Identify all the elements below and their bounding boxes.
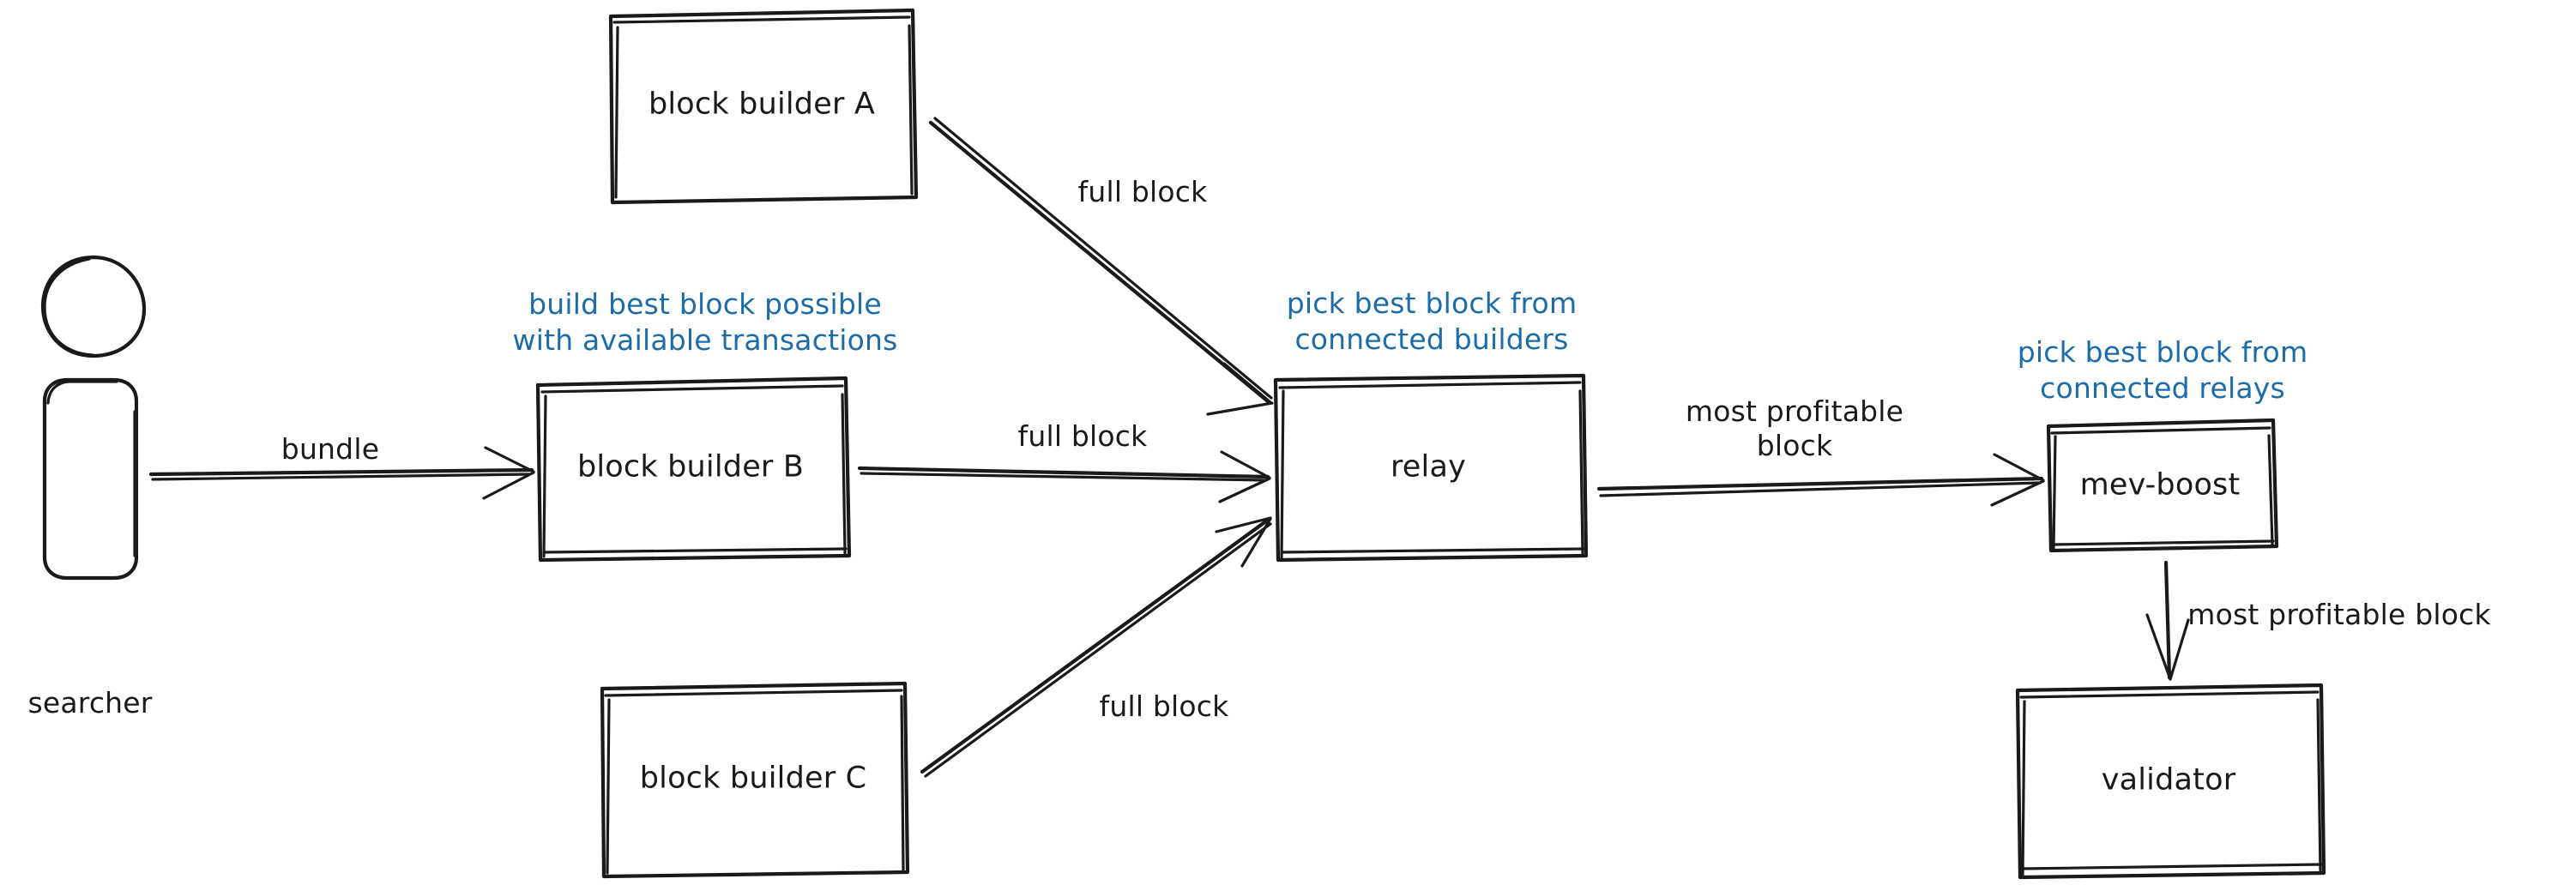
node-block-builder-c-box <box>600 681 910 879</box>
node-block-builder-b-box <box>535 376 852 563</box>
edge-block-builder-c-to-relay <box>920 516 1272 778</box>
node-label-block-builder-c: block builder C <box>639 761 867 796</box>
edge-label-full-block-b: full block <box>1017 418 1148 453</box>
node-label-validator: validator <box>2101 762 2236 798</box>
node-validator-box <box>2015 683 2326 880</box>
node-label-relay: relay <box>1390 449 1467 485</box>
edge-searcher-to-block-builder-b <box>148 446 535 500</box>
edge-block-builder-b-to-relay <box>857 450 1271 503</box>
node-label-mev-boost: mev-boost <box>2079 467 2241 503</box>
node-searcher-figure <box>40 255 147 581</box>
node-relay-box <box>1273 373 1589 563</box>
edge-label-most-profitable-block-relay: most profitable block <box>1685 394 1904 462</box>
edge-label-full-block-a: full block <box>1077 174 1208 208</box>
annotation-pick-best-block-relays: pick best block from connected relays <box>2017 334 2308 405</box>
edge-relay-to-mev-boost <box>1596 453 2045 507</box>
edge-label-bundle: bundle <box>281 431 380 466</box>
node-label-block-builder-b: block builder B <box>576 449 805 485</box>
edge-block-builder-a-to-relay <box>928 117 1274 416</box>
edge-label-full-block-c: full block <box>1099 689 1229 723</box>
node-block-builder-a-box <box>608 8 919 205</box>
edge-label-most-profitable-block-validator: most profitable block <box>2187 597 2491 631</box>
node-label-block-builder-a: block builder A <box>648 87 876 122</box>
annotation-pick-best-block-builders: pick best block from connected builders <box>1286 286 1578 356</box>
node-label-searcher: searcher <box>27 685 153 719</box>
node-mev-boost-box <box>2046 418 2279 553</box>
annotation-build-best-block: build best block possible with available… <box>512 286 898 357</box>
edge-mev-boost-to-validator <box>2145 560 2190 681</box>
